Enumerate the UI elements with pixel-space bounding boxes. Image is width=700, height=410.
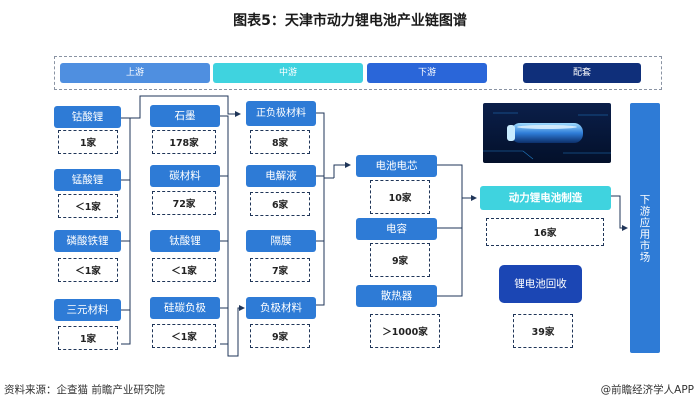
legend-midstream: 中游 [213, 63, 363, 83]
node-anode-materials: 负极材料 [246, 297, 316, 319]
count-lithium-iron-phosphate: ＜1家 [58, 258, 118, 282]
node-battery-cell: 电池电芯 [356, 155, 437, 177]
legend-frame [54, 56, 662, 90]
count-silicon-carbon-anode: ＜1家 [152, 324, 216, 348]
node-separator: 隔膜 [246, 230, 316, 252]
count-power-battery-manufacturing: 16家 [486, 218, 604, 246]
legend-supporting: 配套 [523, 63, 641, 83]
node-power-battery-manufacturing: 动力锂电池制造 [480, 186, 611, 210]
node-cathode-anode-materials: 正负极材料 [246, 101, 316, 126]
legend-upstream: 上游 [60, 63, 210, 83]
node-ternary-materials: 三元材料 [54, 299, 121, 321]
count-separator: 7家 [250, 258, 310, 282]
node-heat-sink: 散热器 [356, 285, 437, 307]
count-battery-cell: 10家 [370, 180, 430, 214]
count-capacitor: 9家 [370, 243, 430, 277]
count-lithium-manganese-oxide: ＜1家 [58, 194, 118, 218]
count-ternary-materials: 1家 [58, 326, 118, 350]
legend-downstream: 下游 [367, 63, 487, 83]
brand-credit: @前瞻经济学人APP [600, 384, 694, 396]
node-lithium-manganese-oxide: 锰酸锂 [54, 169, 121, 191]
node-lithium-titanate: 钛酸锂 [150, 230, 220, 252]
count-lithium-cobalt-oxide: 1家 [58, 130, 118, 154]
node-electrolyte: 电解液 [246, 165, 316, 187]
count-carbon-materials: 72家 [152, 191, 216, 215]
battery-photo [483, 103, 611, 163]
node-graphite: 石墨 [150, 105, 220, 127]
node-capacitor: 电容 [356, 218, 437, 240]
count-lithium-titanate: ＜1家 [152, 258, 216, 282]
node-carbon-materials: 碳材料 [150, 165, 220, 187]
count-electrolyte: 6家 [250, 192, 310, 216]
count-graphite: 178家 [152, 130, 216, 154]
node-battery-recycling: 锂电池回收 [499, 265, 582, 303]
count-battery-recycling: 39家 [513, 314, 573, 348]
chart-title: 图表5：天津市动力锂电池产业链图谱 [233, 13, 467, 29]
node-lithium-cobalt-oxide: 钴酸锂 [54, 106, 121, 128]
node-silicon-carbon-anode: 硅碳负极 [150, 297, 220, 319]
count-heat-sink: ＞1000家 [370, 314, 440, 348]
node-downstream-market: 下游应用市场 [630, 103, 660, 353]
node-lithium-iron-phosphate: 磷酸铁锂 [54, 230, 121, 252]
count-anode-materials: 9家 [250, 324, 310, 348]
source-note: 资料来源：企查猫 前瞻产业研究院 [4, 384, 165, 396]
count-cathode-anode-materials: 8家 [250, 130, 310, 154]
